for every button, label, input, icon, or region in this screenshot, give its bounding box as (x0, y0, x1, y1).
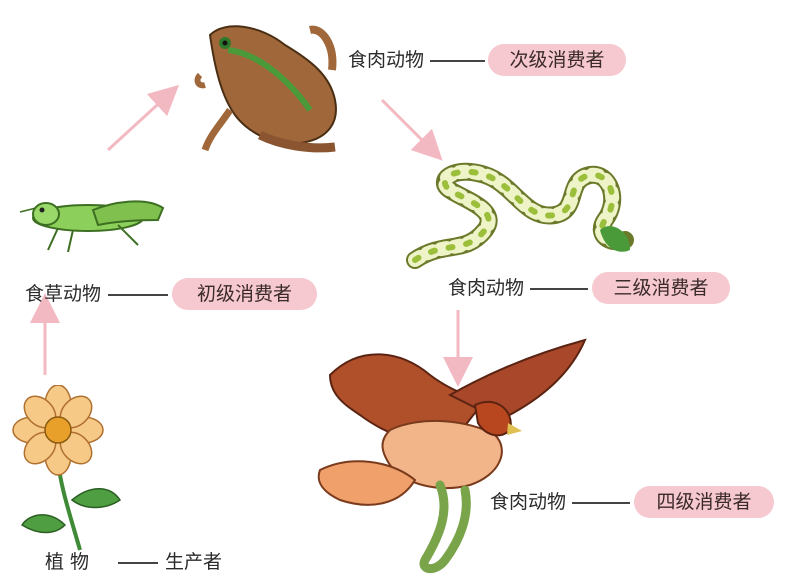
snake-icon (406, 162, 634, 269)
plant-role-label: 生产者 (165, 551, 223, 573)
frog-connector (430, 60, 485, 62)
eagle-icon (317, 338, 587, 574)
snake-category-label: 食肉动物 (448, 277, 525, 299)
flower-icon (12, 385, 122, 551)
eagle-category-label: 食肉动物 (490, 491, 567, 513)
snake-connector (530, 288, 588, 290)
grasshopper-role-badge: 初级消费者 (172, 278, 317, 310)
frog-category-label: 食肉动物 (348, 49, 425, 71)
grasshopper-category-label: 食草动物 (25, 283, 102, 305)
grasshopper-icon (19, 200, 165, 253)
arrow-grasshopper-to-frog (106, 84, 180, 152)
snake-role-badge: 三级消费者 (592, 272, 730, 304)
grasshopper-connector (108, 294, 168, 296)
eagle-role-badge: 四级消费者 (634, 486, 774, 518)
plant-category-label: 植 物 (45, 551, 90, 573)
frog-role-badge: 次级消费者 (488, 44, 626, 76)
arrow-frog-to-snake (380, 98, 443, 161)
plant-connector (118, 562, 158, 564)
frog-icon (194, 25, 337, 153)
eagle-connector (572, 502, 630, 504)
